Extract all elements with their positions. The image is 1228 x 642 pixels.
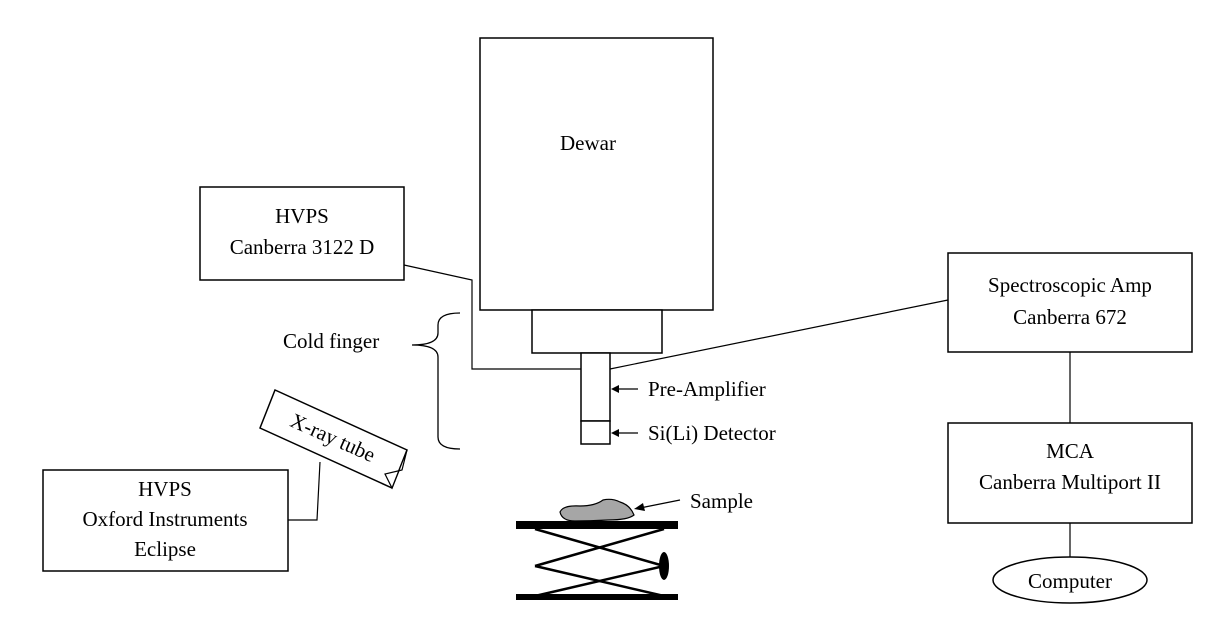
amp-title: Spectroscopic Amp bbox=[988, 273, 1152, 297]
tube-hvps-cable bbox=[288, 461, 321, 521]
si-li-detector-label: Si(Li) Detector bbox=[648, 421, 776, 445]
pre-amplifier-label: Pre-Amplifier bbox=[648, 377, 766, 401]
hvps-detector-cable bbox=[403, 264, 581, 370]
amp-model: Canberra 672 bbox=[1013, 305, 1127, 329]
dewar: Dewar bbox=[479, 37, 714, 311]
dewar-neck bbox=[531, 309, 663, 354]
hvps-tube-maker: Oxford Instruments bbox=[82, 507, 247, 531]
cold-finger-label: Cold finger bbox=[283, 329, 379, 353]
mca-title: MCA bbox=[1046, 439, 1095, 463]
computer: Computer bbox=[992, 556, 1148, 604]
sample-callout: Sample bbox=[634, 489, 753, 513]
hvps-detector-title: HVPS bbox=[275, 204, 329, 228]
spectroscopic-amp-box: Spectroscopic Amp Canberra 672 bbox=[947, 252, 1193, 353]
cold-finger-brace bbox=[411, 312, 461, 450]
si-li-detector-body bbox=[580, 420, 611, 445]
mca-model: Canberra Multiport II bbox=[979, 470, 1161, 494]
hvps-tube-model: Eclipse bbox=[134, 537, 196, 561]
pre-amplifier-callout: Pre-Amplifier bbox=[611, 377, 766, 401]
sample-label: Sample bbox=[690, 489, 753, 513]
preamp-amp-cable bbox=[609, 299, 949, 370]
detector-callout: Si(Li) Detector bbox=[611, 421, 776, 445]
hvps-detector-box: HVPS Canberra 3122 D bbox=[199, 186, 405, 281]
pre-amplifier-body bbox=[580, 352, 611, 422]
hvps-detector-model: Canberra 3122 D bbox=[230, 235, 375, 259]
lab-jack bbox=[516, 521, 678, 600]
hvps-tube-title: HVPS bbox=[138, 477, 192, 501]
mca-box: MCA Canberra Multiport II bbox=[947, 422, 1193, 524]
computer-label: Computer bbox=[1028, 569, 1112, 593]
dewar-label: Dewar bbox=[560, 131, 616, 155]
sample-specimen bbox=[559, 498, 635, 522]
hvps-tube-box: HVPS Oxford Instruments Eclipse bbox=[42, 469, 289, 572]
